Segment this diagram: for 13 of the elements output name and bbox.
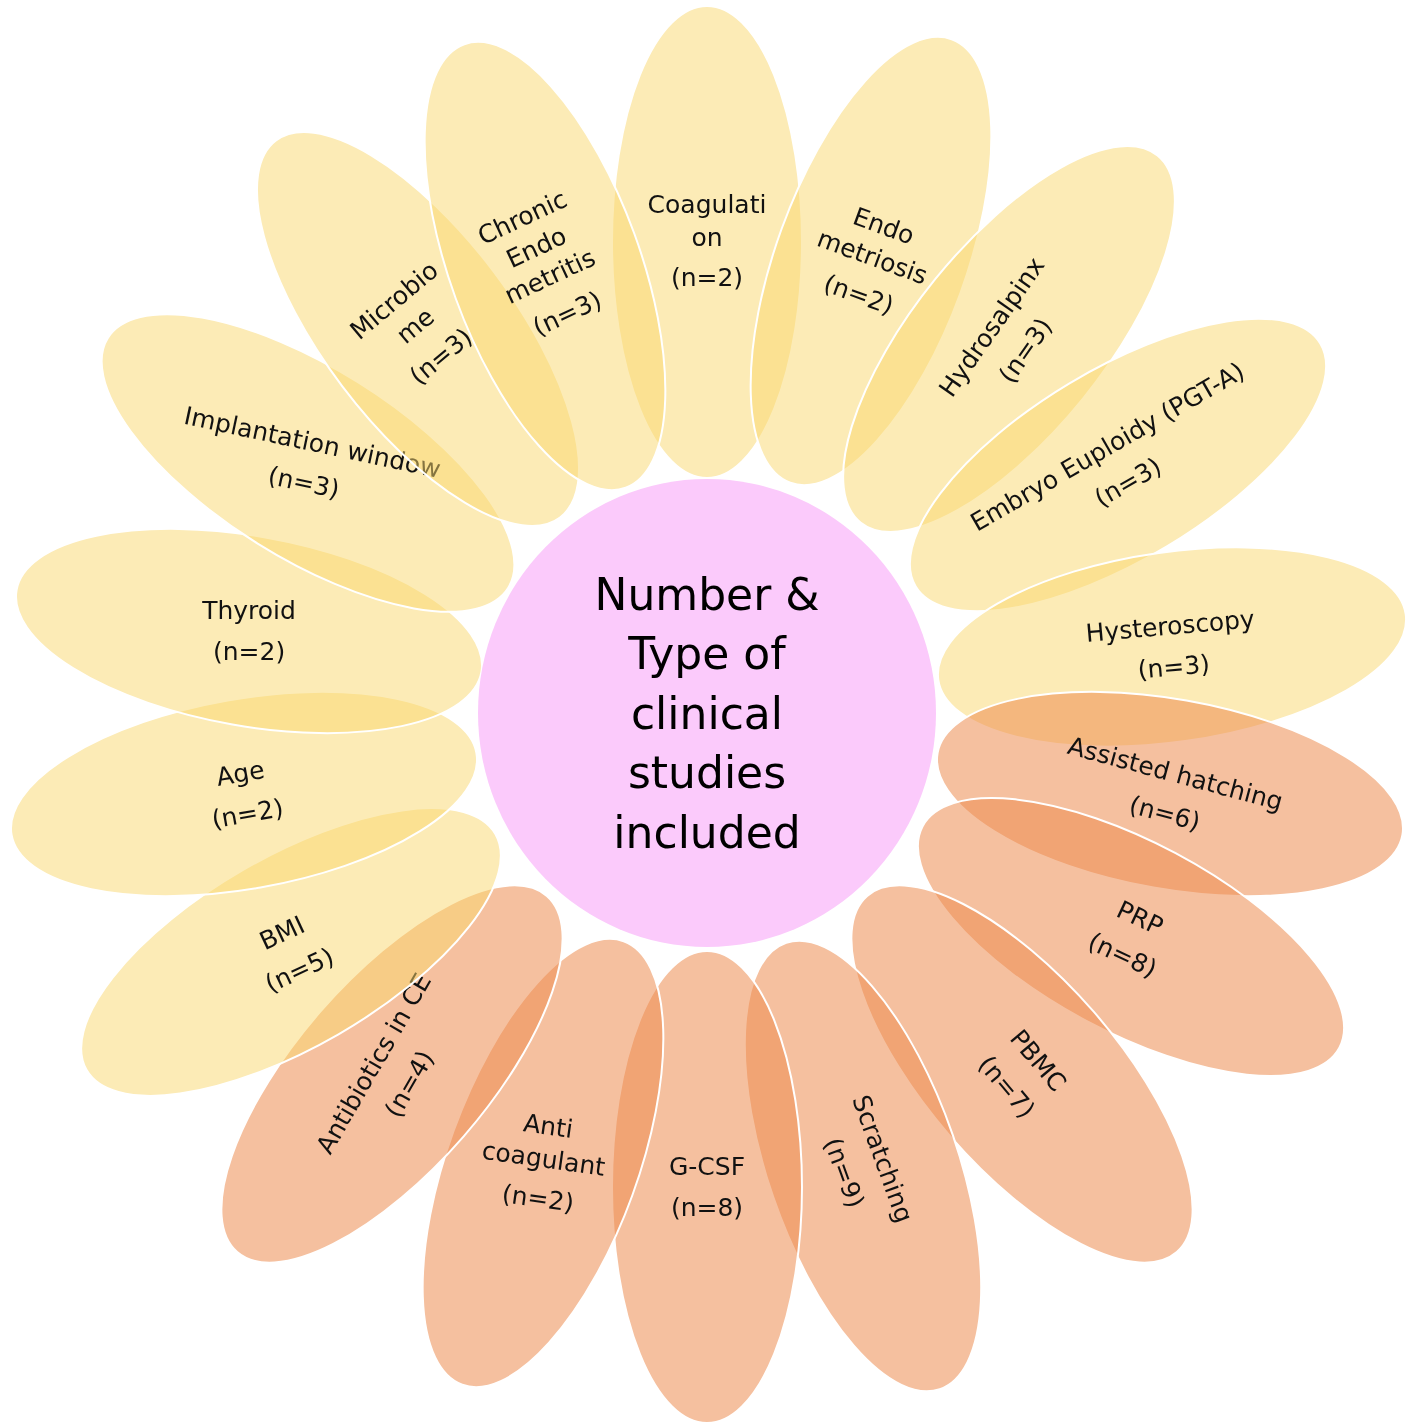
petal-label: Age <box>213 753 268 794</box>
petal-label: PRP <box>1112 894 1169 942</box>
count-label: (n=2) <box>669 262 745 295</box>
count-label: (n=3) <box>1135 647 1213 686</box>
petal-label: G-CSF <box>667 1150 747 1183</box>
petal-label: Coagulati on <box>646 189 768 254</box>
count-label: (n=2) <box>211 635 287 668</box>
center-title: Number & Type of clinical studies included <box>593 567 821 860</box>
count-label: (n=3) <box>265 459 344 506</box>
count-label: (n=2) <box>208 791 287 836</box>
count-label: (n=8) <box>669 1191 745 1223</box>
petal-label: Hysteroscopy <box>1083 602 1258 650</box>
petal-label: Thyroid <box>201 594 297 627</box>
